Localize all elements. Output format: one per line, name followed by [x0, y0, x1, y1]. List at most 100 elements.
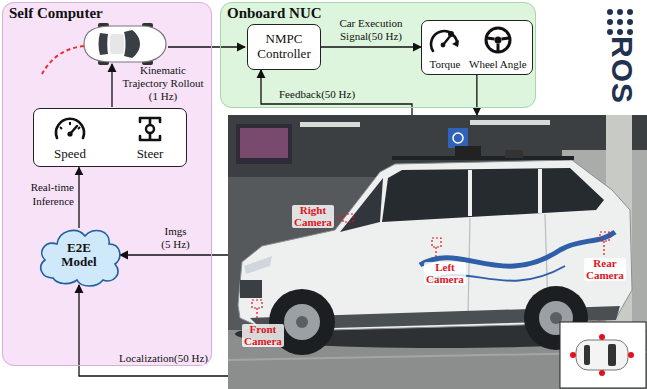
actuator-box: Torque Wheel Angle [421, 20, 533, 75]
vehicle-photo-art [296, 316, 308, 328]
box-label: Speed [54, 147, 86, 161]
camera-label: Left Camera [424, 262, 466, 285]
speedometer-icon [60, 127, 62, 129]
vehicle-photo-art [468, 218, 470, 315]
vehicle-photo-art [340, 178, 383, 232]
layout-arrow [111, 64, 112, 107]
car-icon [124, 30, 140, 58]
edge-label: Real-time Inference [14, 181, 74, 207]
icon-column: Torque [427, 25, 463, 70]
car-icon [84, 26, 166, 62]
camera-marker [432, 238, 441, 247]
steering-icon [146, 125, 154, 133]
vehicle-photo-art [468, 170, 472, 216]
top-view-inset [599, 334, 605, 340]
edge-label: Feedback(50 Hz) [279, 88, 355, 101]
ros-logo-dots [627, 29, 633, 35]
top-view-inset [608, 344, 616, 366]
vehicle-photo-art [505, 150, 523, 158]
ros-logo-dots [607, 9, 613, 15]
panel-fill [220, 2, 536, 108]
ros-logo-dots [617, 9, 623, 15]
torque-icon [452, 40, 459, 47]
box-label: Steer [137, 147, 164, 161]
icon-column: Steer [130, 114, 170, 161]
vehicle-photo-art [240, 280, 262, 298]
ros-logo-dots [607, 9, 633, 35]
ros-logo-dots [607, 29, 613, 35]
camera-marker [343, 214, 353, 222]
vehicle-photo-art [228, 115, 647, 389]
vehicle-photo-art [392, 156, 574, 160]
speedometer-icon [67, 131, 72, 136]
edge-label: Localization(50 Hz) [119, 352, 208, 365]
camera-label: Rear Camera [584, 258, 626, 281]
car-icon [42, 23, 166, 74]
top-view-inset [628, 352, 634, 358]
logo-text: ROS [607, 36, 637, 104]
top-view-inset [560, 322, 646, 388]
model-cloud: E2E Model [35, 222, 123, 288]
vehicle-photo-art [300, 122, 360, 127]
panel-title: Self Computer [9, 5, 103, 22]
vehicle-photo-art [382, 168, 604, 222]
camera-marker [603, 241, 604, 255]
flow-arrow [79, 285, 228, 376]
car-icon [42, 46, 84, 74]
camera-label: Front Camera [242, 324, 284, 347]
camera-marker [600, 232, 609, 241]
ros-logo-dots [627, 9, 633, 15]
vehicle-photo-art [236, 124, 292, 164]
panel-fill [2, 2, 212, 366]
top-view-inset [584, 345, 590, 365]
car-icon [110, 34, 124, 54]
ros-logo-dots [617, 19, 623, 25]
vehicle-photo-art [470, 120, 550, 125]
top-view-inset [576, 340, 628, 370]
icon-column: Wheel Angle [469, 25, 527, 70]
torque-icon [431, 31, 457, 51]
ros-logo-dots [617, 29, 623, 35]
ros-logo-dots [607, 19, 613, 25]
flow-arrow [321, 46, 421, 47]
camera-label: Right Camera [292, 205, 334, 228]
output-box: Speed Steer [33, 108, 187, 167]
group-panel: NMPC Controller Torque Wheel Angle Onboar… [220, 2, 536, 108]
wheel-icon [487, 38, 509, 52]
camera-marker [252, 214, 609, 321]
layout-arrow [168, 46, 245, 47]
vehicle-photo-art [244, 256, 272, 274]
top-view-inset [570, 352, 576, 358]
vehicle-photo-art [453, 133, 463, 143]
box-label: Torque [430, 58, 461, 70]
layout-arrow [112, 47, 245, 107]
ros-logo-dots [627, 19, 633, 25]
camera-marker [252, 300, 262, 308]
panel-title: Onboard NUC [227, 5, 322, 22]
box-label: NMPC Controller [251, 32, 317, 62]
vehicle-photo-art [284, 304, 320, 340]
box-label: E2E Model [56, 241, 102, 270]
vehicle-photo-art [538, 169, 542, 213]
process-box: NMPC Controller [247, 24, 321, 70]
icon-column: Speed [50, 114, 90, 161]
speedometer-icon [78, 127, 80, 129]
torque-icon [441, 43, 446, 48]
camera-marker [435, 247, 436, 259]
flow-arrow [261, 70, 412, 115]
vehicle-photo-art [448, 128, 468, 148]
steering-icon [132, 114, 168, 144]
cloud-outline [41, 230, 120, 286]
wheel-icon [480, 25, 516, 55]
vehicle-photo-art [240, 128, 288, 158]
car-icon [99, 33, 109, 55]
group-panel: Speed SteerE2E Model Self Computer [2, 2, 212, 366]
torque-icon [427, 25, 463, 55]
vehicle-photo-art [228, 115, 647, 389]
speedometer-icon [56, 119, 84, 138]
flow-label: Kinematic Trajectory Rollout (1 Hz) [118, 64, 208, 104]
vehicle-photo-art [455, 146, 481, 158]
